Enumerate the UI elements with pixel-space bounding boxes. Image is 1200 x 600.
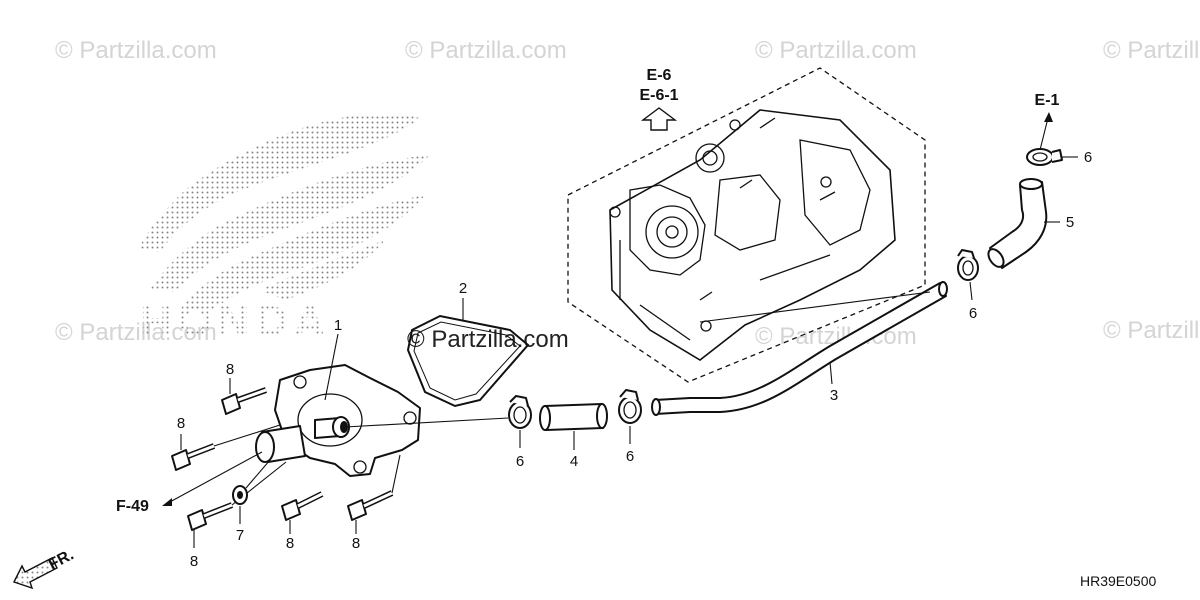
reference-engine-sub: E-6-1 [639, 87, 678, 104]
honda-wing-logo: HONDA [138, 113, 430, 346]
callout-joint-hose: 4 [570, 453, 578, 470]
front-arrow-icon [13, 557, 58, 590]
callout-clamp-b: 6 [626, 448, 634, 465]
callout-bolt-e: 8 [352, 535, 360, 552]
arrow-left-icon [162, 498, 172, 506]
arrow-up-icon [1044, 112, 1053, 122]
callout-bolt-b: 8 [177, 415, 185, 432]
watermark-text: © Partzilla.com [1103, 317, 1200, 344]
diagram-code: HR39E0500 [1080, 573, 1156, 589]
water-pump-cover: 1 [255, 317, 421, 477]
callout-washer: 7 [236, 527, 244, 544]
bolt-e: 8 [347, 454, 401, 552]
reference-hose-top: E-1 [1035, 92, 1060, 151]
watermark-text: © Partzilla.com [1103, 37, 1200, 64]
water-pipe: 3 [651, 281, 948, 416]
watermark-row-top: © Partzilla.com © Partzilla.com © Partzi… [55, 37, 1200, 64]
watermark-center: © Partzilla.com [407, 326, 569, 353]
callout-clamp-d: 6 [1084, 149, 1092, 166]
washer: 7 [232, 459, 271, 544]
clamp-c: 6 [957, 249, 979, 322]
reference-engine-top: E-6 [647, 67, 672, 84]
watermark-text: © Partzilla.com [55, 319, 217, 346]
reference-left: F-49 [116, 451, 263, 515]
engine-case-reference: E-6 E-6-1 [567, 67, 926, 383]
bolt-a: 8 [221, 361, 268, 415]
bolt-b: 8 [171, 415, 281, 471]
front-direction: FR. [13, 546, 77, 590]
callout-gasket: 2 [459, 280, 467, 297]
callout-upper-hose: 5 [1066, 214, 1074, 231]
watermark-text: © Partzilla.com [405, 37, 567, 64]
watermark-text: © Partzilla.com [755, 37, 917, 64]
bolt-c: 8 [187, 461, 287, 570]
clamp-d: 6 [1026, 148, 1092, 166]
gasket: 2 [406, 280, 530, 408]
reference-left-label: F-49 [116, 498, 149, 515]
up-arrow-icon [640, 107, 678, 131]
upper-hose: 5 [987, 178, 1074, 269]
clamp-a: 6 [344, 395, 532, 470]
callout-water-pump-cover: 1 [334, 317, 342, 334]
watermark-text: © Partzilla.com [55, 37, 217, 64]
callout-bolt-d: 8 [286, 535, 294, 552]
callout-clamp-a: 6 [516, 453, 524, 470]
clamp-b: 6 [618, 389, 642, 465]
reference-hose-top-label: E-1 [1035, 92, 1060, 109]
callout-clamp-c: 6 [969, 305, 977, 322]
joint-hose: 4 [539, 403, 608, 470]
logo-lettering: HONDA [140, 297, 331, 346]
bolt-d: 8 [281, 491, 324, 552]
callout-water-pipe: 3 [830, 387, 838, 404]
callout-bolt-a: 8 [226, 361, 234, 378]
callout-bolt-c: 8 [190, 553, 198, 570]
